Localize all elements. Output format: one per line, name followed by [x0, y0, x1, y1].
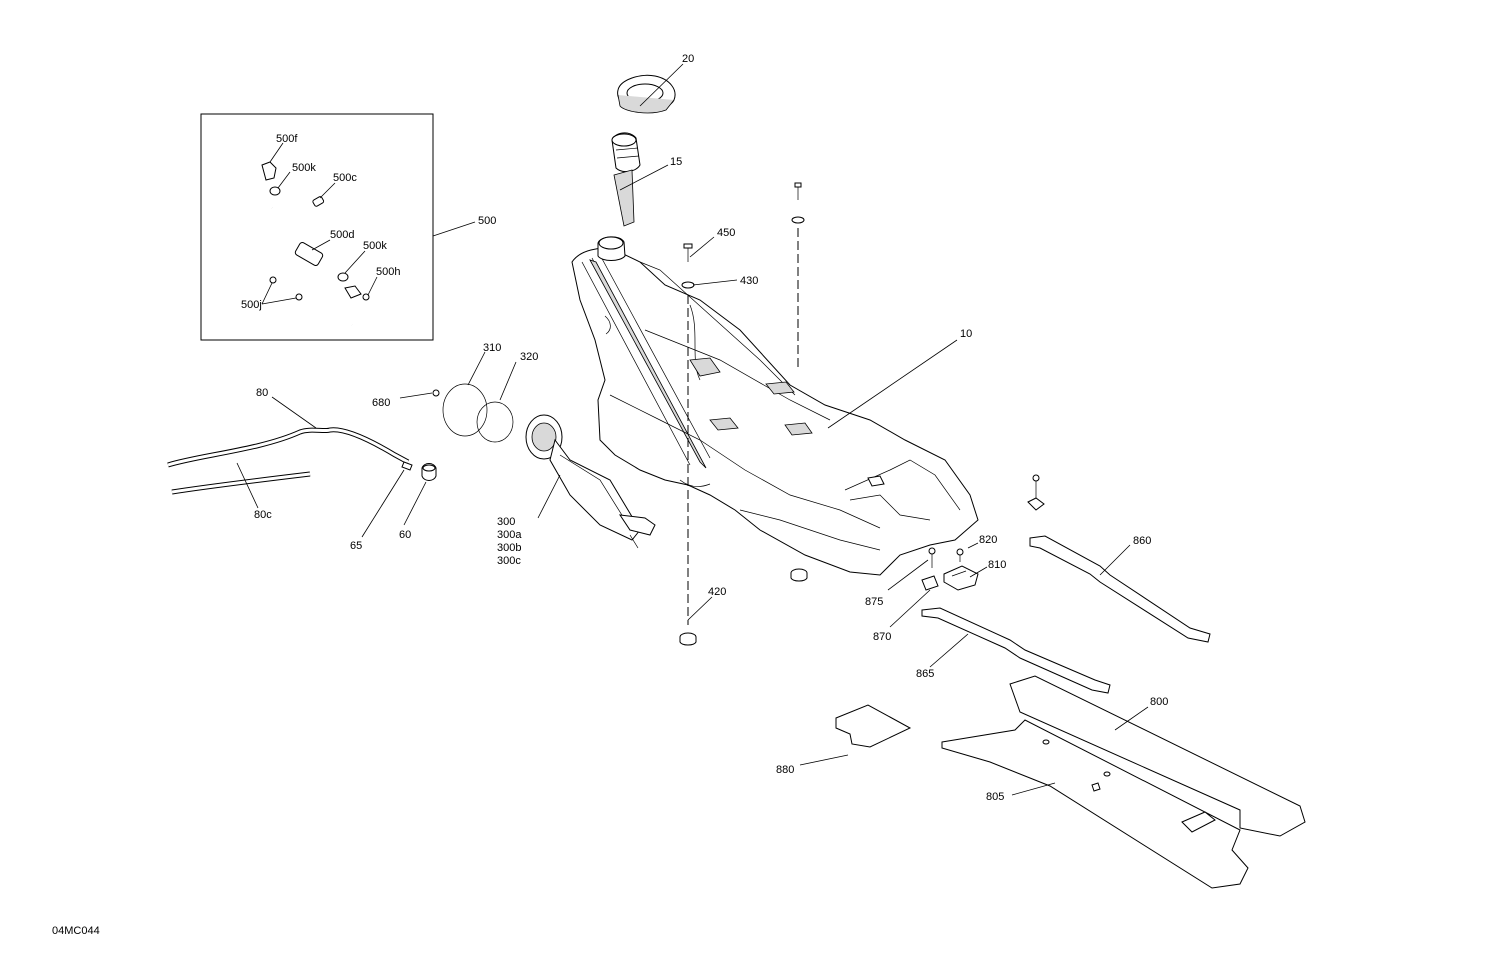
vent-assembly-inset: [200, 113, 476, 341]
callout-500: 500: [478, 215, 496, 227]
callout-80: 80: [256, 387, 268, 399]
callout-500k-top: 500k: [292, 162, 316, 174]
callout-310: 310: [483, 342, 501, 354]
callout-430: 430: [740, 275, 758, 287]
callout-810: 810: [988, 559, 1006, 571]
skid-plates: [799, 675, 1306, 889]
brackets-small: [887, 542, 988, 628]
callout-300b: 300b: [497, 542, 521, 554]
callout-500f: 500f: [276, 133, 298, 145]
callout-10: 10: [960, 328, 972, 340]
callout-805: 805: [986, 791, 1004, 803]
mounting-hardware: [679, 182, 808, 646]
callout-680: 680: [372, 397, 390, 409]
callout-320: 320: [520, 351, 538, 363]
callout-20: 20: [682, 53, 694, 65]
filler-cap-and-neck: [611, 63, 684, 227]
callout-60: 60: [399, 529, 411, 541]
callout-450: 450: [717, 227, 735, 239]
fuel-tank: [571, 236, 979, 576]
callout-500k-bottom: 500k: [363, 240, 387, 252]
callout-300: 300: [497, 516, 515, 528]
callout-15: 15: [670, 156, 682, 168]
callout-labels: 20 15 10 450 430 420 500 500f 500k 500c …: [241, 53, 1168, 803]
fuel-hoses: [167, 396, 437, 538]
callout-800: 800: [1150, 696, 1168, 708]
callout-500h: 500h: [376, 266, 400, 278]
tank-straps: [921, 474, 1211, 694]
callout-80c: 80c: [254, 509, 272, 521]
callout-865: 865: [916, 668, 934, 680]
figure-code: 04MC044: [52, 925, 100, 937]
callout-860: 860: [1133, 535, 1151, 547]
callout-300a: 300a: [497, 529, 522, 541]
callout-870: 870: [873, 631, 891, 643]
callout-65: 65: [350, 540, 362, 552]
callout-500j: 500j: [241, 299, 262, 311]
fuel-pump-assembly: [399, 351, 656, 549]
callout-500c: 500c: [333, 172, 357, 184]
callout-300c: 300c: [497, 555, 521, 567]
callout-875: 875: [865, 596, 883, 608]
callout-880: 880: [776, 764, 794, 776]
callout-500d: 500d: [330, 229, 354, 241]
callout-820: 820: [979, 534, 997, 546]
callout-420: 420: [708, 586, 726, 598]
